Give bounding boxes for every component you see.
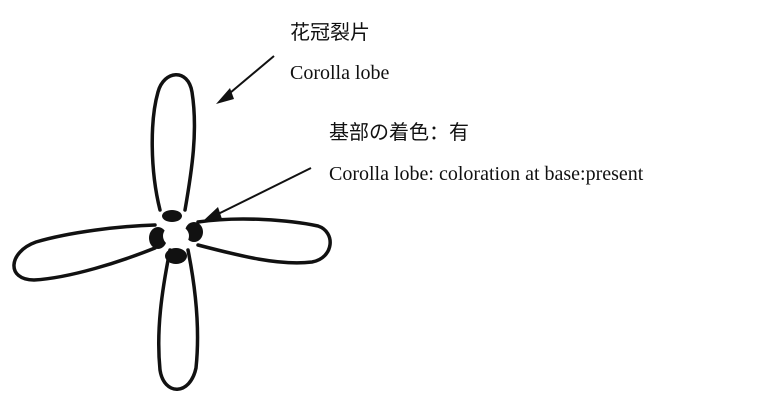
label-coloration-jp: 基部の着色：有	[329, 116, 469, 145]
arrow-base	[203, 168, 311, 221]
flower-center	[163, 225, 189, 247]
label-coloration-en: Corolla lobe: coloration at base:present	[329, 163, 643, 186]
label-corolla-lobe-jp: 花冠裂片	[290, 16, 370, 45]
label-corolla-lobe-en: Corolla lobe	[290, 62, 389, 85]
corolla-lobe-left	[14, 225, 155, 280]
arrow-lobe	[216, 56, 274, 104]
corolla-lobe-top	[152, 75, 194, 210]
corolla-lobe-bottom	[159, 250, 198, 389]
corolla-lobe-right	[198, 219, 330, 263]
